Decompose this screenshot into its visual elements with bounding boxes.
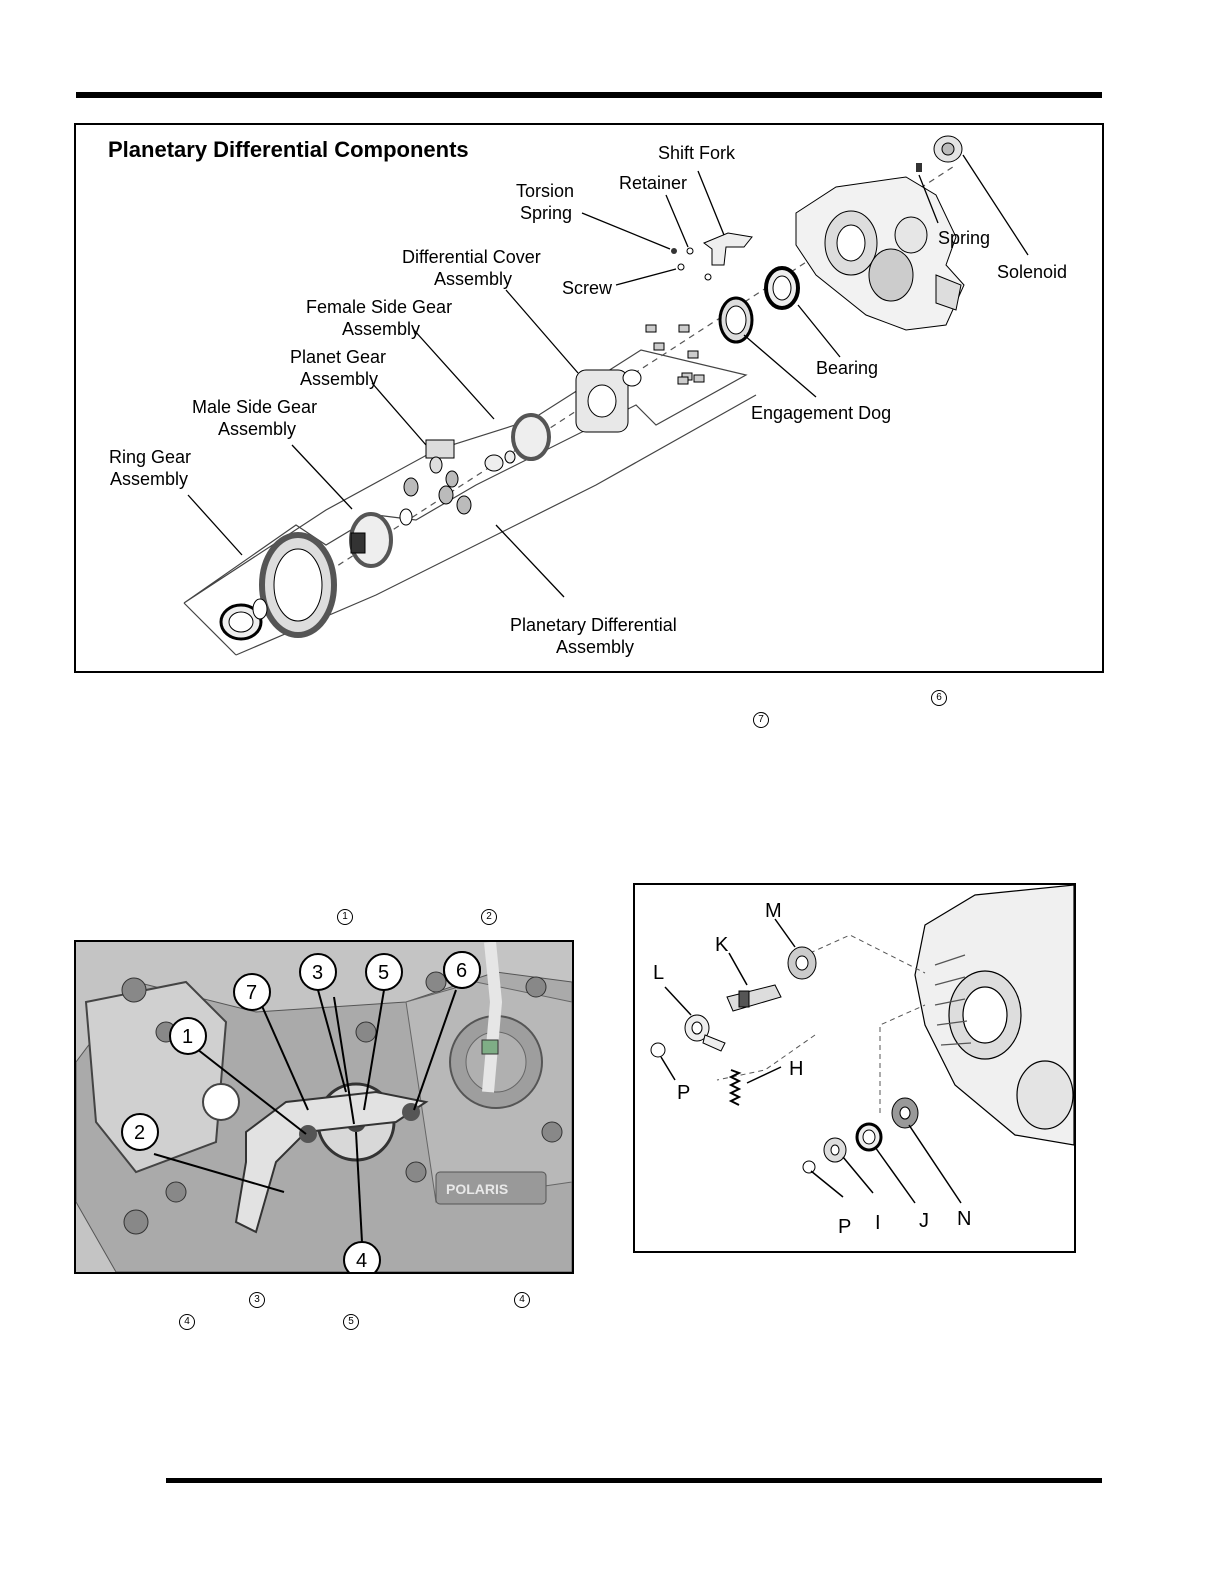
callout-1: 1 <box>182 1026 193 1048</box>
label-planet-2: Assembly <box>300 369 378 389</box>
callout-2: 2 <box>134 1122 145 1144</box>
figure-title: Planetary Differential Components <box>108 137 469 162</box>
cover-screws <box>645 324 705 385</box>
exploded-diagram: Shift Fork Retainer Torsion Spring Diffe… <box>109 135 1067 657</box>
footer-rule <box>166 1478 1102 1483</box>
bearing <box>764 266 800 310</box>
ref-circle-4a: 4 <box>514 1292 530 1308</box>
letter-k: K <box>715 934 729 956</box>
letter-p-top: P <box>677 1082 690 1104</box>
letter-n: N <box>957 1208 971 1230</box>
male-side-gear <box>349 508 413 568</box>
photo-illustration: POLARIS 1 2 3 4 5 6 <box>76 942 572 1272</box>
planetary-differential-figure: Planetary Differential Components <box>74 123 1104 673</box>
callout-7: 7 <box>246 982 257 1004</box>
differential-cover <box>575 369 642 433</box>
screw <box>677 263 685 271</box>
callout-6: 6 <box>456 960 467 982</box>
retainer <box>686 247 694 255</box>
label-female-1: Female Side Gear <box>306 297 452 317</box>
part-i-lever <box>823 1137 847 1163</box>
label-screw: Screw <box>562 278 613 298</box>
callout-4: 4 <box>356 1250 367 1272</box>
shift-components-diagram: M K L P H P I J N <box>650 885 1074 1238</box>
transmission-housing <box>795 176 965 331</box>
shift-mechanism-photo: POLARIS 1 2 3 4 5 6 <box>74 940 574 1274</box>
part-h-spring <box>728 1069 742 1106</box>
ref-circle-5: 5 <box>343 1314 359 1330</box>
part-n-gear <box>891 1097 919 1129</box>
ref-circle-1: 1 <box>337 909 353 925</box>
part-m-gear <box>787 946 817 980</box>
part-l-lever <box>684 1014 726 1052</box>
label-planetary-1: Planetary Differential <box>510 615 677 635</box>
ref-circle-3: 3 <box>249 1292 265 1308</box>
ref-circle-7: 7 <box>753 712 769 728</box>
letter-j: J <box>919 1210 929 1232</box>
label-female-2: Assembly <box>342 319 420 339</box>
header-rule <box>76 92 1102 98</box>
shift-fork <box>703 232 753 266</box>
ref-circle-4b: 4 <box>179 1314 195 1330</box>
polaris-logo: POLARIS <box>446 1181 508 1197</box>
label-torsion-spring-1: Torsion <box>516 181 574 201</box>
part-p-clip <box>650 1042 666 1058</box>
label-diff-cover-2: Assembly <box>434 269 512 289</box>
letter-p-bottom: P <box>838 1216 851 1238</box>
letter-h: H <box>789 1058 803 1080</box>
female-side-gear <box>484 413 551 472</box>
engagement-dog <box>718 296 754 344</box>
part-j-bearing <box>855 1122 883 1152</box>
letter-i: I <box>875 1212 881 1234</box>
label-solenoid: Solenoid <box>997 262 1067 282</box>
part-k-shaft <box>726 984 782 1012</box>
label-male-2: Assembly <box>218 419 296 439</box>
solenoid <box>933 135 963 163</box>
label-planet-1: Planet Gear <box>290 347 386 367</box>
case-housing <box>914 885 1074 1146</box>
label-shift-fork: Shift Fork <box>658 143 736 163</box>
label-bearing: Bearing <box>816 358 878 378</box>
ring-gear <box>219 532 337 641</box>
letter-l: L <box>653 962 664 984</box>
planet-gears <box>403 439 472 515</box>
ref-circle-2: 2 <box>481 909 497 925</box>
label-torsion-spring-2: Spring <box>520 203 572 223</box>
label-spring: Spring <box>938 228 990 248</box>
torsion-spring <box>671 248 677 254</box>
label-diff-cover-1: Differential Cover <box>402 247 541 267</box>
spring-part <box>916 163 922 172</box>
label-male-1: Male Side Gear <box>192 397 317 417</box>
callout-5: 5 <box>378 962 389 984</box>
letter-m: M <box>765 900 782 922</box>
label-planetary-2: Assembly <box>556 637 634 657</box>
label-engagement-dog: Engagement Dog <box>751 403 891 423</box>
part-p-clip-2 <box>802 1160 816 1174</box>
label-ring-1: Ring Gear <box>109 447 191 467</box>
label-retainer: Retainer <box>619 173 687 193</box>
label-ring-2: Assembly <box>110 469 188 489</box>
shift-components-figure: M K L P H P I J N <box>633 883 1076 1253</box>
ref-circle-6: 6 <box>931 690 947 706</box>
callout-3: 3 <box>312 962 323 984</box>
